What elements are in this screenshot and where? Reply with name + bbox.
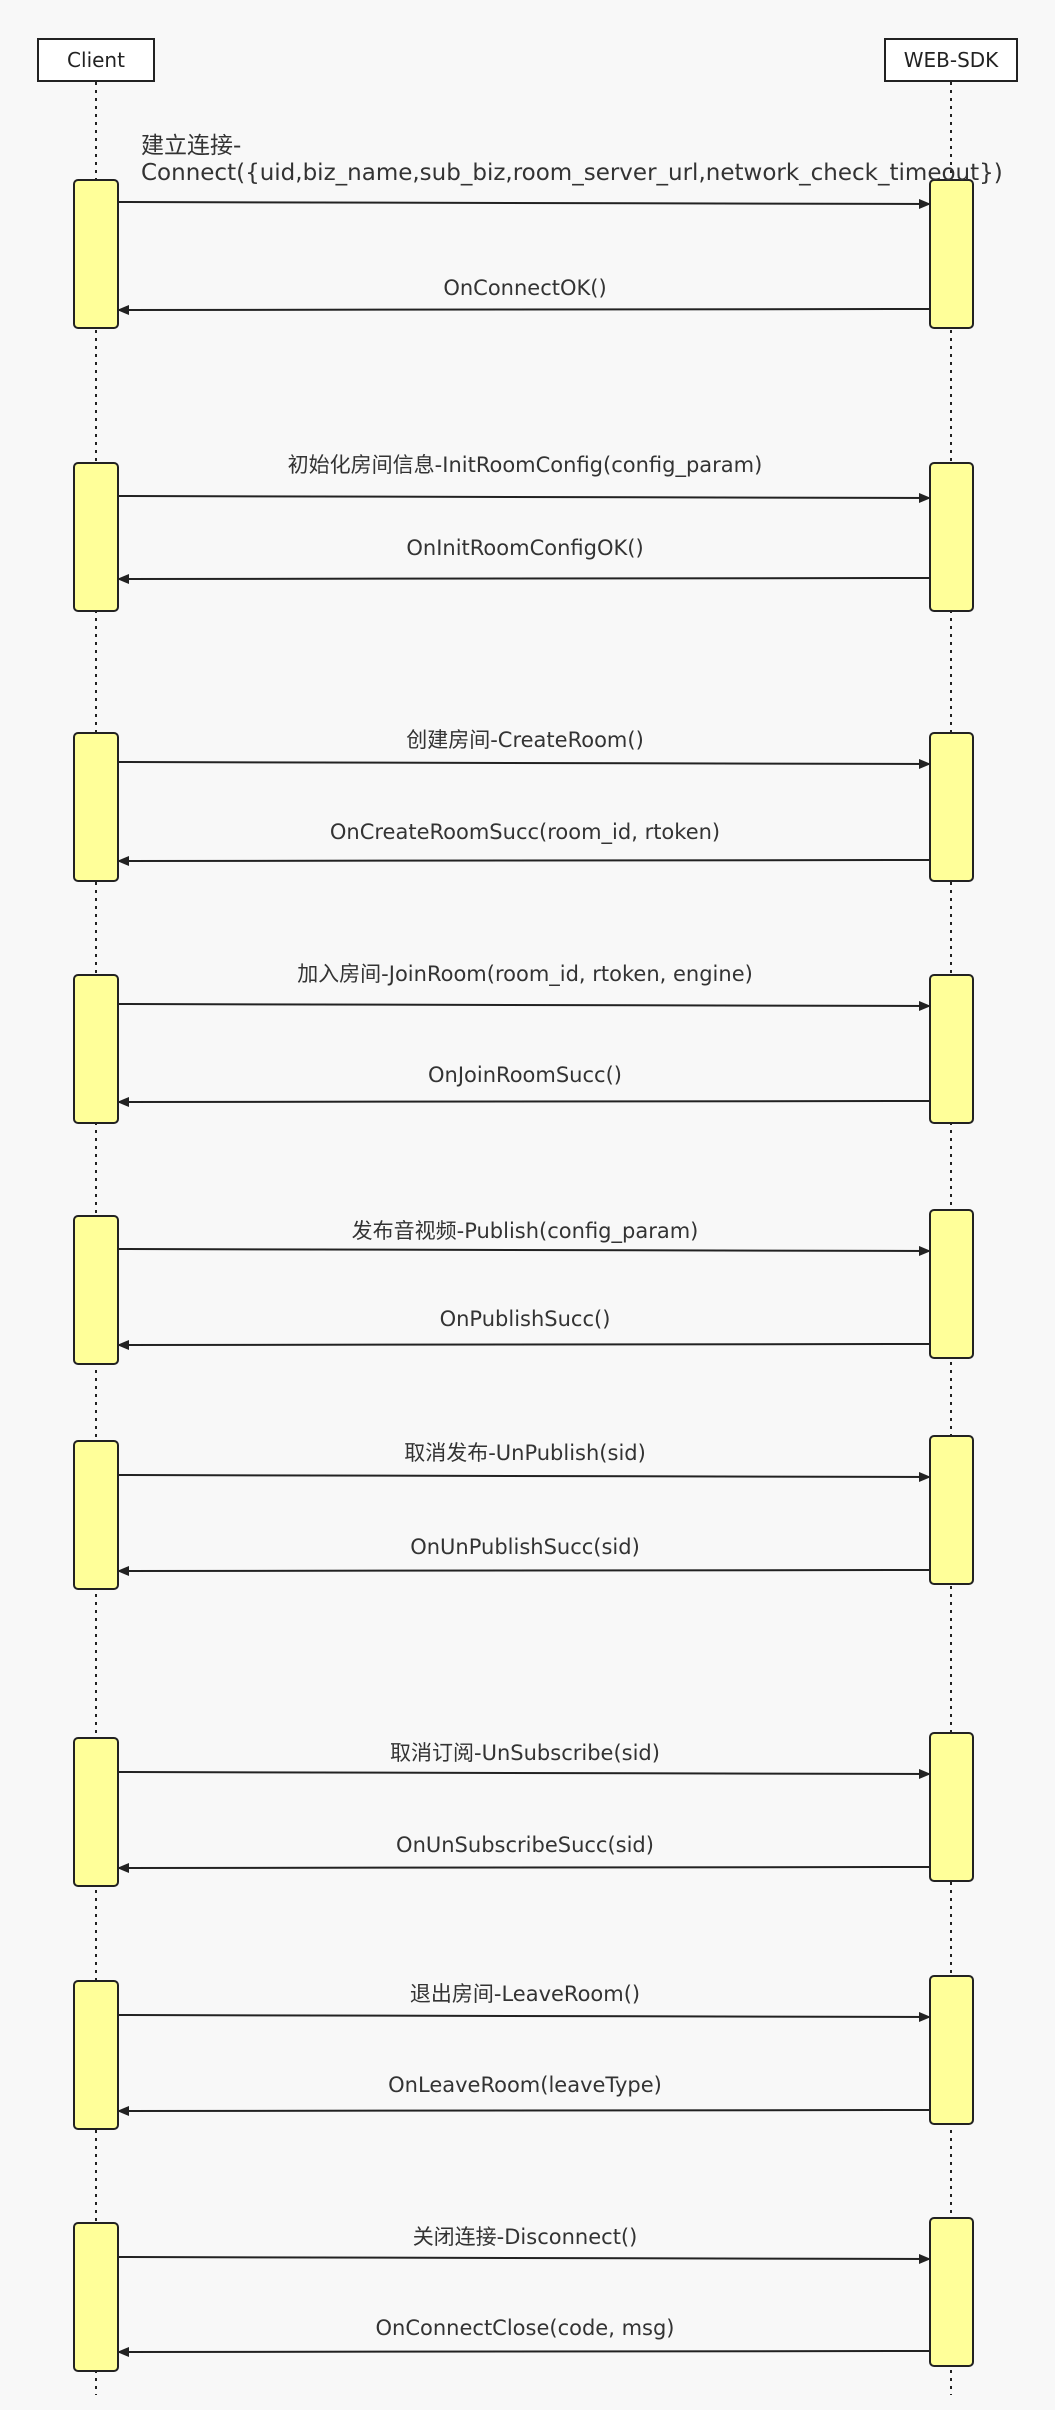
request-label: 退出房间-LeaveRoom() xyxy=(409,1982,641,2006)
activation-bar-client xyxy=(73,179,119,329)
response-label: OnLeaveRoom(leaveType) xyxy=(388,2073,662,2097)
participant-client: Client xyxy=(37,38,155,82)
activation-bar-client xyxy=(73,974,119,1124)
request-label: 取消发布-UnPublish(sid) xyxy=(404,1441,646,1465)
activation-bar-web-sdk xyxy=(929,1975,974,2125)
request-label: 创建房间-CreateRoom() xyxy=(406,728,644,752)
request-arrow xyxy=(117,198,931,209)
response-label: OnJoinRoomSucc() xyxy=(428,1063,622,1087)
request-arrow xyxy=(117,2011,931,2022)
activation-bar-web-sdk xyxy=(929,732,974,882)
request-arrow xyxy=(117,1000,931,1011)
activation-bar-client xyxy=(73,462,119,612)
response-arrow xyxy=(117,1096,931,1107)
activation-bar-web-sdk xyxy=(929,1732,974,1882)
response-label: OnUnPublishSucc(sid) xyxy=(410,1535,640,1559)
response-arrow xyxy=(117,1565,931,1576)
response-arrow xyxy=(117,573,931,584)
request-arrow xyxy=(117,2253,931,2264)
response-label: OnConnectClose(code, msg) xyxy=(375,2316,675,2340)
activation-bar-client xyxy=(73,1440,119,1590)
response-arrow xyxy=(117,1339,931,1350)
activation-bar-client xyxy=(73,1737,119,1887)
response-arrow xyxy=(117,1862,931,1873)
response-arrow xyxy=(117,304,931,315)
request-arrow xyxy=(117,758,931,769)
request-label: 加入房间-JoinRoom(room_id, rtoken, engine) xyxy=(297,962,753,986)
activation-bar-client xyxy=(73,732,119,882)
activation-bar-web-sdk xyxy=(929,974,974,1124)
response-arrow xyxy=(117,2105,931,2116)
activation-bar-web-sdk xyxy=(929,1209,974,1359)
response-label: OnConnectOK() xyxy=(443,276,607,300)
request-arrow xyxy=(117,492,931,503)
request-arrow xyxy=(117,1471,931,1482)
activation-bar-web-sdk xyxy=(929,2217,974,2367)
request-arrow xyxy=(117,1768,931,1779)
participant-web-sdk: WEB-SDK xyxy=(884,38,1018,82)
request-label: 发布音视频-Publish(config_param) xyxy=(351,1219,699,1243)
response-arrow xyxy=(117,855,931,866)
activation-bar-web-sdk xyxy=(929,179,974,329)
activation-bar-client xyxy=(73,1980,119,2130)
activation-bar-client xyxy=(73,1215,119,1365)
request-label: 取消订阅-UnSubscribe(sid) xyxy=(390,1741,660,1765)
response-arrow xyxy=(117,2346,931,2357)
response-label: OnInitRoomConfigOK() xyxy=(406,536,644,560)
activation-bar-web-sdk xyxy=(929,462,974,612)
activation-bar-client xyxy=(73,2222,119,2372)
request-label: 初始化房间信息-InitRoomConfig(config_param) xyxy=(287,453,763,477)
request-label: 建立连接- Connect({uid,biz_name,sub_biz,room… xyxy=(141,133,1003,187)
response-label: OnCreateRoomSucc(room_id, rtoken) xyxy=(329,820,721,844)
response-label: OnUnSubscribeSucc(sid) xyxy=(396,1833,654,1857)
response-label: OnPublishSucc() xyxy=(439,1307,611,1331)
request-arrow xyxy=(117,1245,931,1256)
activation-bar-web-sdk xyxy=(929,1435,974,1585)
request-label: 关闭连接-Disconnect() xyxy=(412,2225,638,2249)
